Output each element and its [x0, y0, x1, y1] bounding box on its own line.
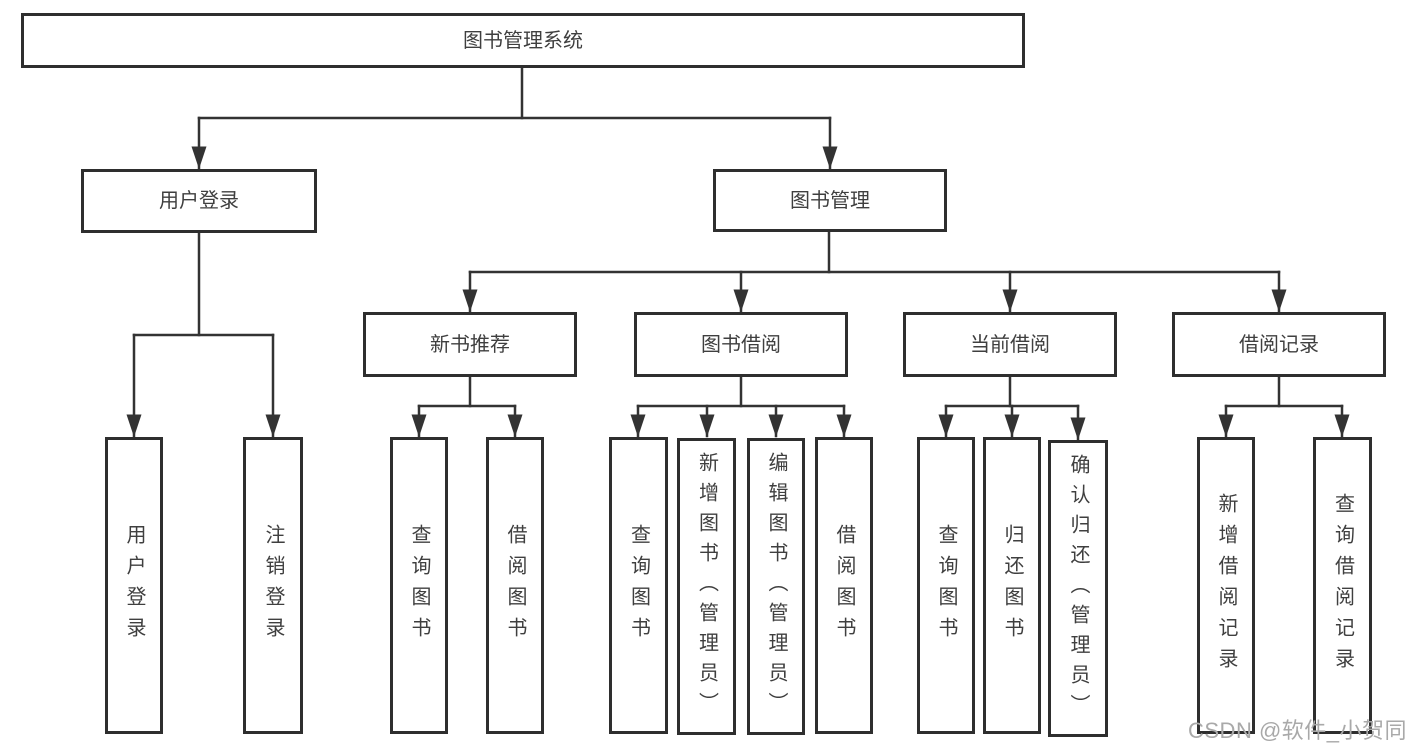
leaf-return-book: 归还图书 — [983, 437, 1041, 734]
node-label: 借阅图书 — [504, 523, 526, 648]
leaf-edit-book-admin: 编辑图书（管理员） — [747, 438, 805, 735]
leaf-borrow-books-newbooks: 借阅图书 — [486, 437, 544, 734]
leaf-query-borrow-record: 查询借阅记录 — [1313, 437, 1372, 734]
node-label: 借阅记录 — [1239, 333, 1319, 356]
node-label: 查询借阅记录 — [1331, 492, 1354, 679]
node-borrowing-records: 借阅记录 — [1172, 312, 1386, 377]
node-label: 用户登录 — [159, 190, 239, 212]
leaf-user-login: 用户登录 — [105, 437, 163, 734]
leaf-query-books-current: 查询图书 — [917, 437, 975, 734]
leaf-query-books-newbooks: 查询图书 — [390, 437, 448, 734]
node-label: 借阅图书 — [833, 523, 855, 648]
node-label: 查询图书 — [935, 523, 957, 648]
node-label: 确认归还（管理员） — [1067, 453, 1089, 724]
node-book-borrowing: 图书借阅 — [634, 312, 848, 377]
leaf-add-borrow-record: 新增借阅记录 — [1197, 437, 1255, 734]
node-label: 查询图书 — [627, 523, 650, 648]
leaf-logout: 注销登录 — [243, 437, 303, 734]
node-label: 当前借阅 — [970, 333, 1050, 356]
node-label: 新增图书（管理员） — [695, 451, 718, 722]
node-label: 图书管理 — [790, 189, 870, 212]
node-label: 用户登录 — [123, 523, 145, 648]
node-new-book-recommendation: 新书推荐 — [363, 312, 577, 377]
leaf-add-book-admin: 新增图书（管理员） — [677, 438, 736, 735]
leaf-confirm-return-admin: 确认归还（管理员） — [1048, 440, 1108, 737]
node-label: 注销登录 — [262, 523, 284, 648]
leaf-borrow-books-borrowing: 借阅图书 — [815, 437, 873, 734]
leaf-query-books-borrowing: 查询图书 — [609, 437, 668, 734]
node-label: 新增借阅记录 — [1215, 492, 1237, 679]
node-label: 编辑图书（管理员） — [765, 451, 787, 722]
node-label: 新书推荐 — [430, 333, 510, 356]
node-label: 图书管理系统 — [463, 29, 583, 52]
node-label: 图书借阅 — [701, 333, 781, 356]
node-label: 归还图书 — [1001, 523, 1023, 648]
node-library-management-system: 图书管理系统 — [21, 13, 1025, 68]
node-user-login-group: 用户登录 — [81, 169, 317, 233]
node-label: 查询图书 — [408, 523, 430, 648]
watermark: CSDN @软件_小贺同学 — [1188, 718, 1405, 743]
node-current-borrowing: 当前借阅 — [903, 312, 1117, 377]
node-book-management: 图书管理 — [713, 169, 947, 232]
